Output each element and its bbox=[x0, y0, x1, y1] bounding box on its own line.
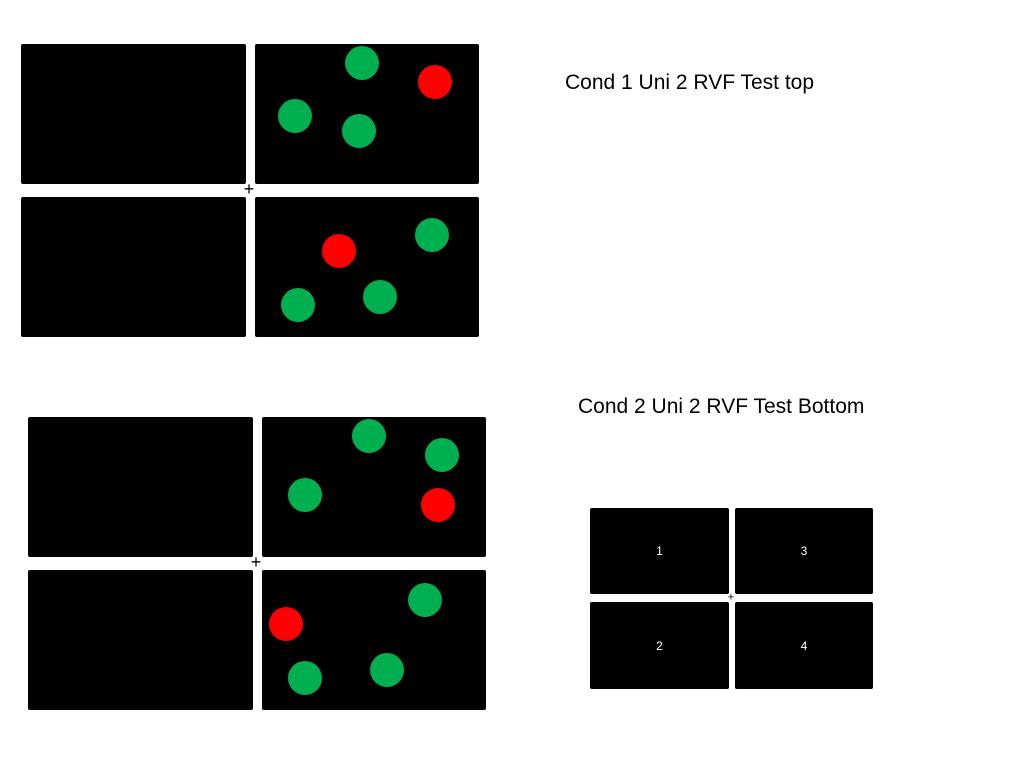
panel2-caption: Cond 2 Uni 2 RVF Test Bottom bbox=[578, 395, 865, 418]
legend-fixation-cross: + bbox=[727, 591, 735, 604]
panel1-dot-4 bbox=[342, 114, 376, 148]
legend-quadrant-label: 2 bbox=[656, 638, 663, 653]
legend-quadrant-label: 3 bbox=[800, 544, 808, 558]
panel2-dot-8 bbox=[288, 661, 322, 695]
panel1-caption: Cond 1 Uni 2 RVF Test top bbox=[565, 71, 815, 94]
panel2-dot-7 bbox=[370, 653, 404, 687]
panel2-quadrant-top-left bbox=[28, 417, 253, 557]
panel1-fixation-cross: + bbox=[243, 179, 255, 199]
panel2-dot-2 bbox=[425, 438, 459, 472]
panel1-dot-3 bbox=[278, 99, 312, 133]
legend-quadrant-3: 3 bbox=[735, 508, 873, 594]
panel2-dot-3 bbox=[288, 478, 322, 512]
panel1-dot-8 bbox=[281, 288, 315, 322]
panel2-dot-1 bbox=[352, 419, 386, 453]
panel1-dot-5 bbox=[415, 218, 449, 252]
panel1-quadrant-top-left bbox=[21, 44, 246, 184]
panel1-dot-1 bbox=[345, 46, 379, 80]
panel2-quadrant-bottom-left bbox=[28, 570, 253, 710]
panel1-dot-2 bbox=[418, 65, 452, 99]
panel1-dot-7 bbox=[363, 280, 397, 314]
legend-quadrant-2: 2 bbox=[590, 602, 729, 689]
legend-quadrant-1: 1 bbox=[590, 508, 729, 594]
legend-quadrant-label: 1 bbox=[656, 544, 663, 558]
panel1-dot-6 bbox=[322, 234, 356, 268]
legend-quadrant-4: 4 bbox=[735, 602, 873, 689]
panel2-dot-6 bbox=[269, 607, 303, 641]
panel2-dot-5 bbox=[408, 583, 442, 617]
panel2-dot-4 bbox=[421, 488, 455, 522]
panel2-fixation-cross: + bbox=[250, 552, 262, 572]
panel1-quadrant-bottom-left bbox=[21, 197, 246, 337]
legend-quadrant-label: 4 bbox=[800, 638, 808, 653]
